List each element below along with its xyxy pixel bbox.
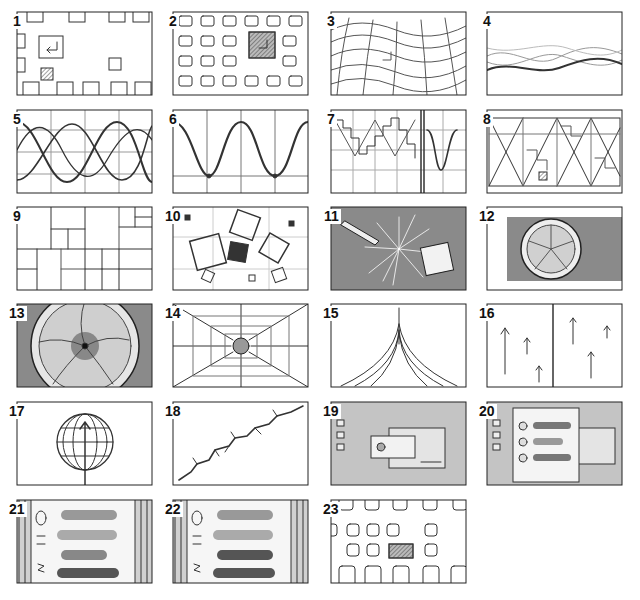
callout-number: 17 [7,404,27,419]
panel-sketch [487,207,622,290]
callout-number: 12 [477,209,497,224]
callout-number: 5 [11,112,23,127]
panel-sketch [487,304,622,387]
callout-number: 3 [325,14,337,29]
callout-number: 23 [321,502,341,517]
panel-sketch [173,207,308,290]
panel-sketch [173,498,308,586]
panel-sketch [331,110,466,193]
panel-sketch [325,494,467,586]
panel-sketch [17,292,152,400]
callout-number: 22 [163,502,183,517]
callout-number: 21 [7,502,27,517]
panel-sketch [17,207,152,290]
panel-sketch [17,110,152,193]
callout-number: 11 [322,209,341,224]
callout-number: 10 [163,209,183,224]
callout-number: 6 [167,112,179,127]
panel-sketch [173,12,308,95]
panel-sketch [173,110,308,193]
panel-sketch [487,12,622,95]
panel-sketch [487,402,622,485]
callout-number: 14 [163,306,183,321]
callout-number: 18 [163,404,183,419]
callout-number: 7 [325,112,337,127]
callout-number: 8 [481,112,493,127]
panel-sketch [331,304,466,387]
callout-number: 2 [167,14,179,29]
panel-sketch [331,12,466,95]
panel-sketch [487,110,622,193]
panel-sketch [173,304,308,387]
callout-number: 15 [321,306,341,321]
panel-sketch [331,207,466,290]
callout-number: 13 [7,306,27,321]
callout-number: 4 [481,14,493,29]
panel-sketch [17,498,152,586]
callout-number: 16 [477,306,497,321]
panel-sketch [173,402,308,485]
callout-number: 1 [11,14,23,29]
callout-number: 19 [321,404,341,419]
panel-sketch [17,402,152,485]
panel-sketch [13,8,152,98]
callout-number: 9 [11,209,23,224]
callout-number: 20 [477,404,497,419]
panel-sketch [331,402,466,485]
